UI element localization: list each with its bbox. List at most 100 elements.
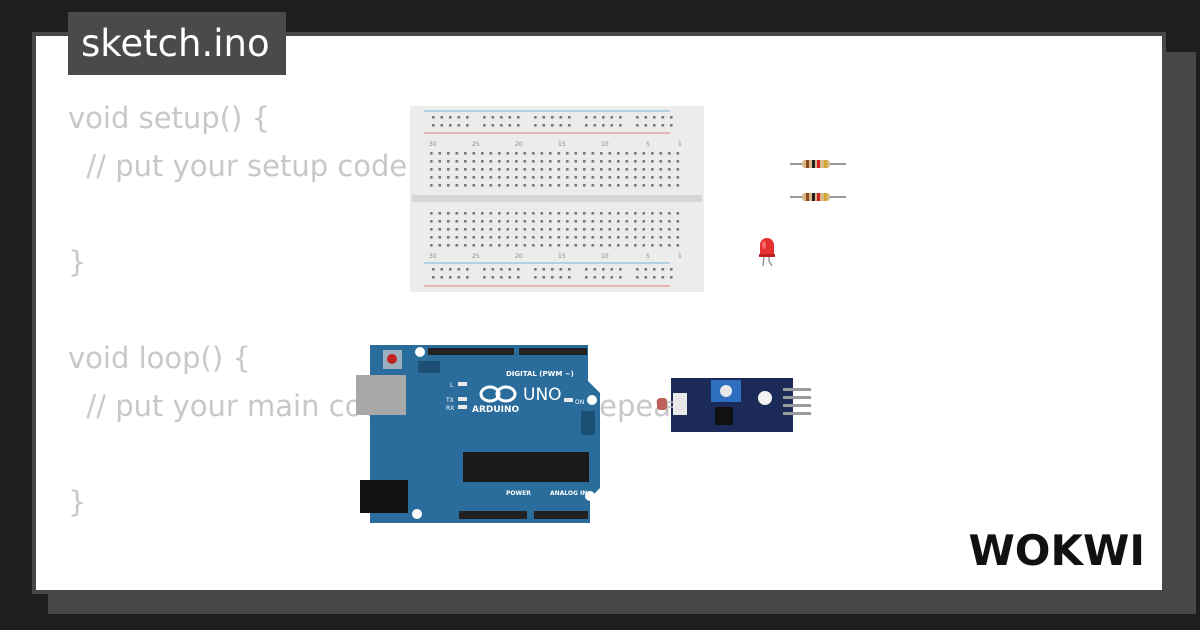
breadboard-hole: [447, 160, 450, 163]
header-pin: [783, 388, 811, 391]
breadboard-hole: [481, 152, 484, 155]
breadboard-hole: [591, 244, 595, 247]
breadboard-hole: [566, 244, 569, 247]
breadboard-hole: [583, 236, 586, 239]
breadboard-hole: [534, 124, 537, 127]
breadboard-hole: [489, 236, 493, 239]
breadboard-hole: [557, 160, 561, 163]
breadboard-hole: [608, 184, 612, 187]
breadboard-hole: [661, 276, 665, 279]
breadboard-hole: [447, 212, 450, 215]
breadboard-hole: [430, 212, 433, 215]
breadboard-hole: [583, 228, 586, 231]
breadboard-hole: [651, 168, 654, 171]
column-number: 30: [429, 253, 437, 260]
reset-button-cap: [387, 354, 397, 364]
icsp-header: [581, 411, 595, 435]
breadboard-hole: [668, 244, 671, 247]
tx-led-label: TX: [445, 397, 454, 404]
breadboard-hole: [491, 124, 495, 127]
breadboard-hole: [651, 228, 654, 231]
l-led-label: L: [450, 382, 454, 389]
breadboard-holes: [430, 116, 680, 279]
breadboard-hole: [549, 168, 552, 171]
breadboard-hole: [583, 176, 586, 179]
breadboard-hole: [676, 184, 680, 187]
breadboard-hole: [676, 228, 680, 231]
breadboard-hole: [472, 176, 476, 179]
breadboard-hole: [549, 184, 552, 187]
breadboard-hole: [619, 124, 622, 127]
code-line: void setup() {: [68, 101, 270, 135]
breadboard-hole: [481, 184, 484, 187]
breadboard-hole: [498, 184, 501, 187]
breadboard-hole: [506, 184, 510, 187]
breadboard-hole: [466, 116, 469, 119]
breadboard-hole: [557, 212, 561, 215]
breadboard-hole: [498, 244, 501, 247]
breadboard-hole: [585, 276, 588, 279]
power-header: [459, 511, 527, 519]
breadboard[interactable]: 30 25 20 15 10 5 1 30 25 20 15 10 5 1: [410, 106, 704, 292]
breadboard-hole: [472, 212, 476, 215]
breadboard-hole: [491, 268, 495, 271]
breadboard-hole: [642, 152, 646, 155]
breadboard-hole: [551, 268, 554, 271]
breadboard-hole: [551, 124, 554, 127]
breadboard-hole: [540, 220, 544, 223]
breadboard-hole: [661, 268, 665, 271]
breadboard-hole: [591, 152, 595, 155]
breadboard-hole: [523, 176, 527, 179]
breadboard-hole: [676, 220, 680, 223]
resistor[interactable]: [790, 158, 846, 170]
breadboard-hole: [481, 236, 484, 239]
breadboard-hole: [591, 220, 595, 223]
breadboard-hole: [540, 228, 544, 231]
resistor-band: [817, 193, 820, 201]
breadboard-hole: [430, 168, 433, 171]
terminal-block: [673, 393, 687, 415]
breadboard-hole: [583, 212, 586, 215]
ldr-sensor-module[interactable]: [655, 376, 813, 434]
breadboard-hole: [642, 160, 646, 163]
breadboard-hole: [557, 220, 561, 223]
breadboard-hole: [489, 160, 493, 163]
breadboard-hole: [489, 176, 493, 179]
breadboard-hole: [540, 176, 544, 179]
file-tab[interactable]: sketch.ino: [68, 12, 286, 75]
column-number: 20: [515, 253, 523, 260]
breadboard-hole: [651, 152, 654, 155]
breadboard-hole: [542, 124, 546, 127]
breadboard-hole: [523, 184, 527, 187]
breadboard-hole: [447, 168, 450, 171]
mounting-hole: [415, 347, 425, 357]
breadboard-hole: [472, 228, 476, 231]
breadboard-hole: [602, 116, 605, 119]
code-line: }: [68, 485, 87, 519]
on-label: ON: [575, 399, 584, 406]
breadboard-hole: [670, 116, 673, 119]
column-number: 30: [429, 141, 437, 148]
breadboard-hole: [498, 212, 501, 215]
arduino-uno[interactable]: DIGITAL (PWM ~) UNO ARDUINO L TX RX ON P…: [354, 343, 604, 525]
resistor-band: [812, 193, 815, 201]
breadboard-hole: [498, 176, 501, 179]
breadboard-hole: [515, 236, 518, 239]
resistor[interactable]: [790, 191, 846, 203]
breadboard-hole: [557, 228, 561, 231]
breadboard-hole: [668, 152, 671, 155]
status-led: [458, 397, 467, 401]
breadboard-hole: [523, 152, 527, 155]
breadboard-hole: [602, 124, 605, 127]
status-led: [458, 382, 467, 386]
breadboard-hole: [449, 268, 452, 271]
breadboard-hole: [466, 268, 469, 271]
breadboard-hole: [481, 176, 484, 179]
red-led[interactable]: [757, 236, 777, 268]
atmega-chip: [463, 452, 589, 482]
breadboard-hole: [591, 160, 595, 163]
breadboard-hole: [430, 244, 433, 247]
breadboard-hole: [455, 220, 459, 223]
breadboard-hole: [472, 184, 476, 187]
breadboard-hole: [430, 228, 433, 231]
